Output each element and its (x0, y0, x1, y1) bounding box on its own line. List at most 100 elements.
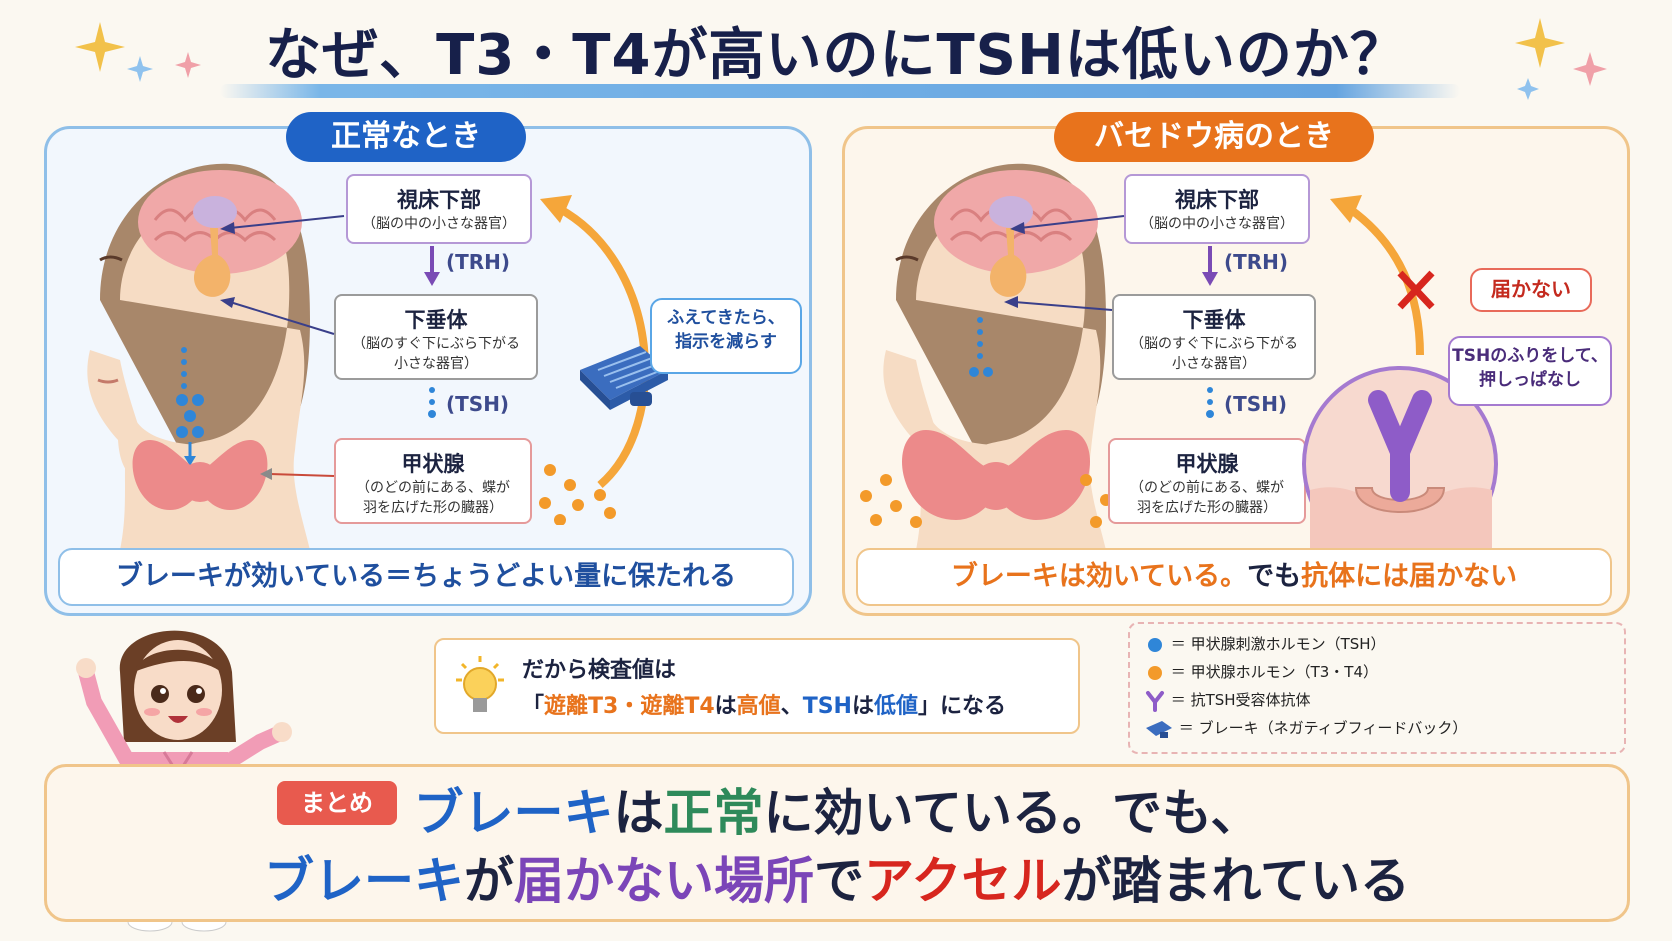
thyroid-desc-1-graves: （のどの前にある、蝶が (1130, 480, 1284, 496)
summary-l1d: に効いている。でも、 (763, 784, 1261, 842)
connector-arrows-graves (1004, 215, 1125, 311)
result-box: だから検査値は 「遊離T3・遊離T4は高値、TSHは低値」になる (434, 638, 1080, 734)
feedback-arrow-normal (539, 195, 649, 525)
legend-sym-3: ＝ (1170, 691, 1186, 709)
legend-text-2: 甲状腺ホルモン（T3・T4） (1190, 663, 1378, 681)
tsh-dots-graves (1206, 387, 1214, 418)
trh-label-graves: (TRH) (1224, 250, 1289, 274)
summary-l1c: 正常 (663, 784, 764, 842)
legend-row-antibody: ＝ 抗TSH受容体抗体 (1144, 686, 1311, 714)
callout-normal: ふえてきたら、 指示を減らす (650, 298, 802, 374)
hypothalamus-desc-graves: （脳の中の小さな器官） (1140, 216, 1294, 232)
trh-label-normal: (TRH) (446, 250, 511, 274)
sparkle-decoration-right (1515, 18, 1607, 100)
hypothalamus-title: 視床下部 (397, 188, 481, 212)
result-line2: 「遊離T3・遊離T4は高値、TSHは低値」になる (522, 688, 1006, 720)
antibody-receptor-illustration (1302, 366, 1498, 562)
hypothalamus-title-graves: 視床下部 (1175, 188, 1259, 212)
summary-l1a: ブレーキ (413, 784, 614, 842)
lightbulb-icon (456, 656, 504, 712)
brake-pedal-icon (580, 346, 668, 410)
result-p2: 遊離T3・遊離T4 (544, 694, 715, 719)
legend-row-t3t4: ＝ 甲状腺ホルモン（T3・T4） (1144, 658, 1378, 686)
thyroid-title-graves: 甲状腺 (1175, 452, 1239, 476)
page-title: なぜ、T3・T4が高いのにTSHは低いのか？ (265, 23, 1407, 88)
result-line1: だから検査値は (522, 658, 677, 683)
callout-normal-line1: ふえてきたら、 (667, 308, 785, 328)
summary-line2: ブレーキが届かない場所でアクセルが踏まれている (47, 841, 1627, 913)
title-underline (220, 84, 1460, 98)
summary-l1b: は (613, 784, 664, 842)
legend-text-4: ブレーキ（ネガティブフィードバック） (1198, 719, 1468, 737)
normal-footer: ブレーキが効いている＝ちょうどよい量に保たれる (58, 548, 794, 606)
legend-text-3: 抗TSH受容体抗体 (1190, 691, 1311, 709)
normal-label: 正常なとき (286, 112, 526, 162)
blocked-callout: 届かない (1470, 268, 1592, 312)
result-p9: 」になる (918, 694, 1007, 719)
brake-icon (1146, 720, 1172, 738)
hypothalamus-desc: （脳の中の小さな器官） (362, 216, 516, 232)
summary-l2b: が (464, 852, 514, 910)
graves-label: バセドウ病のとき (1054, 112, 1374, 162)
thyroid-desc-2: 羽を広げた形の臓器） (363, 500, 503, 516)
pituitary-box-normal: 下垂体 （脳のすぐ下にぶら下がる 小さな器官） (334, 294, 538, 380)
hypothalamus-box-graves: 視床下部 （脳の中の小さな器官） (1124, 174, 1310, 244)
callout-graves: TSHのふりをして、 押しっぱなし (1448, 336, 1612, 406)
feedback-arrow-graves (1330, 195, 1435, 356)
pituitary-desc-2-graves: 小さな器官） (1172, 356, 1256, 372)
trh-arrow-graves (1202, 246, 1218, 286)
sparkle-decoration-left (75, 22, 201, 82)
legend-sym-2: ＝ (1170, 663, 1186, 681)
result-p4: 高値 (736, 694, 781, 719)
antibody-icon (1146, 690, 1164, 712)
result-p7: は (851, 694, 874, 719)
callout-graves-line1: TSHのふりをして、 (1452, 346, 1608, 366)
summary-l2e: アクセル (864, 852, 1062, 910)
graves-footer-a: ブレーキは効いている。 (950, 561, 1248, 592)
legend-sym-1: ＝ (1170, 635, 1186, 653)
legend-text-1: 甲状腺刺激ホルモン（TSH） (1190, 635, 1386, 653)
thyroid-title: 甲状腺 (401, 452, 465, 476)
summary-l2d: で (814, 852, 864, 910)
head-illustration-graves (860, 163, 1132, 550)
thyroid-box-graves: 甲状腺 （のどの前にある、蝶が 羽を広げた形の臓器） (1108, 438, 1306, 524)
summary-l2a: ブレーキ (264, 852, 464, 910)
pituitary-desc-1-graves: （脳のすぐ下にぶら下がる (1130, 336, 1298, 352)
callout-graves-line2: 押しっぱなし (1479, 370, 1581, 390)
graves-footer-c: 抗体には届かない (1301, 561, 1518, 592)
tsh-label-graves: (TSH) (1224, 392, 1288, 416)
trh-arrow-normal (424, 246, 440, 286)
thyroid-desc-2-graves: 羽を広げた形の臓器） (1137, 500, 1277, 516)
blue-dot-icon (1148, 637, 1162, 652)
summary-tag: まとめ (277, 781, 397, 825)
result-p5: 、 (780, 694, 803, 719)
legend-row-brake: ＝ ブレーキ（ネガティブフィードバック） (1144, 714, 1467, 742)
summary-l2f: が踏まれている (1061, 852, 1411, 910)
pituitary-title-graves: 下垂体 (1182, 308, 1246, 332)
legend-row-tsh: ＝ 甲状腺刺激ホルモン（TSH） (1144, 630, 1386, 658)
result-p8: 低値 (873, 694, 918, 719)
result-p1: 「 (522, 694, 545, 719)
callout-normal-line2: 指示を減らす (675, 332, 777, 352)
connector-arrows-normal (220, 215, 345, 480)
legend-sym-4: ＝ (1178, 719, 1194, 737)
thyroid-desc-1: （のどの前にある、蝶が (356, 480, 510, 496)
pituitary-desc-1: （脳のすぐ下にぶら下がる (352, 336, 520, 352)
result-p6: TSH (802, 694, 852, 719)
graves-footer: ブレーキは効いている。でも抗体には届かない (856, 548, 1612, 606)
pituitary-desc-2: 小さな器官） (394, 356, 478, 372)
legend-box: ＝ 甲状腺刺激ホルモン（TSH） ＝ 甲状腺ホルモン（T3・T4） ＝ 抗TSH… (1128, 622, 1626, 754)
summary-panel: まとめ ブレーキは正常に効いている。でも、 ブレーキが届かない場所でアクセルが踏… (44, 764, 1630, 922)
pituitary-box-graves: 下垂体 （脳のすぐ下にぶら下がる 小さな器官） (1112, 294, 1316, 380)
head-illustration-normal (87, 163, 310, 550)
thyroid-box-normal: 甲状腺 （のどの前にある、蝶が 羽を広げた形の臓器） (334, 438, 532, 524)
hypothalamus-box-normal: 視床下部 （脳の中の小さな器官） (346, 174, 532, 244)
summary-l2c: 届かない場所 (514, 852, 814, 910)
graves-footer-b: でも (1247, 561, 1302, 592)
tsh-dots-normal (428, 387, 436, 418)
orange-dot-icon (1148, 665, 1162, 680)
summary-line1: ブレーキは正常に効いている。でも、 (47, 773, 1627, 845)
pituitary-title: 下垂体 (404, 308, 468, 332)
tsh-label-normal: (TSH) (446, 392, 510, 416)
result-p3: は (714, 694, 737, 719)
